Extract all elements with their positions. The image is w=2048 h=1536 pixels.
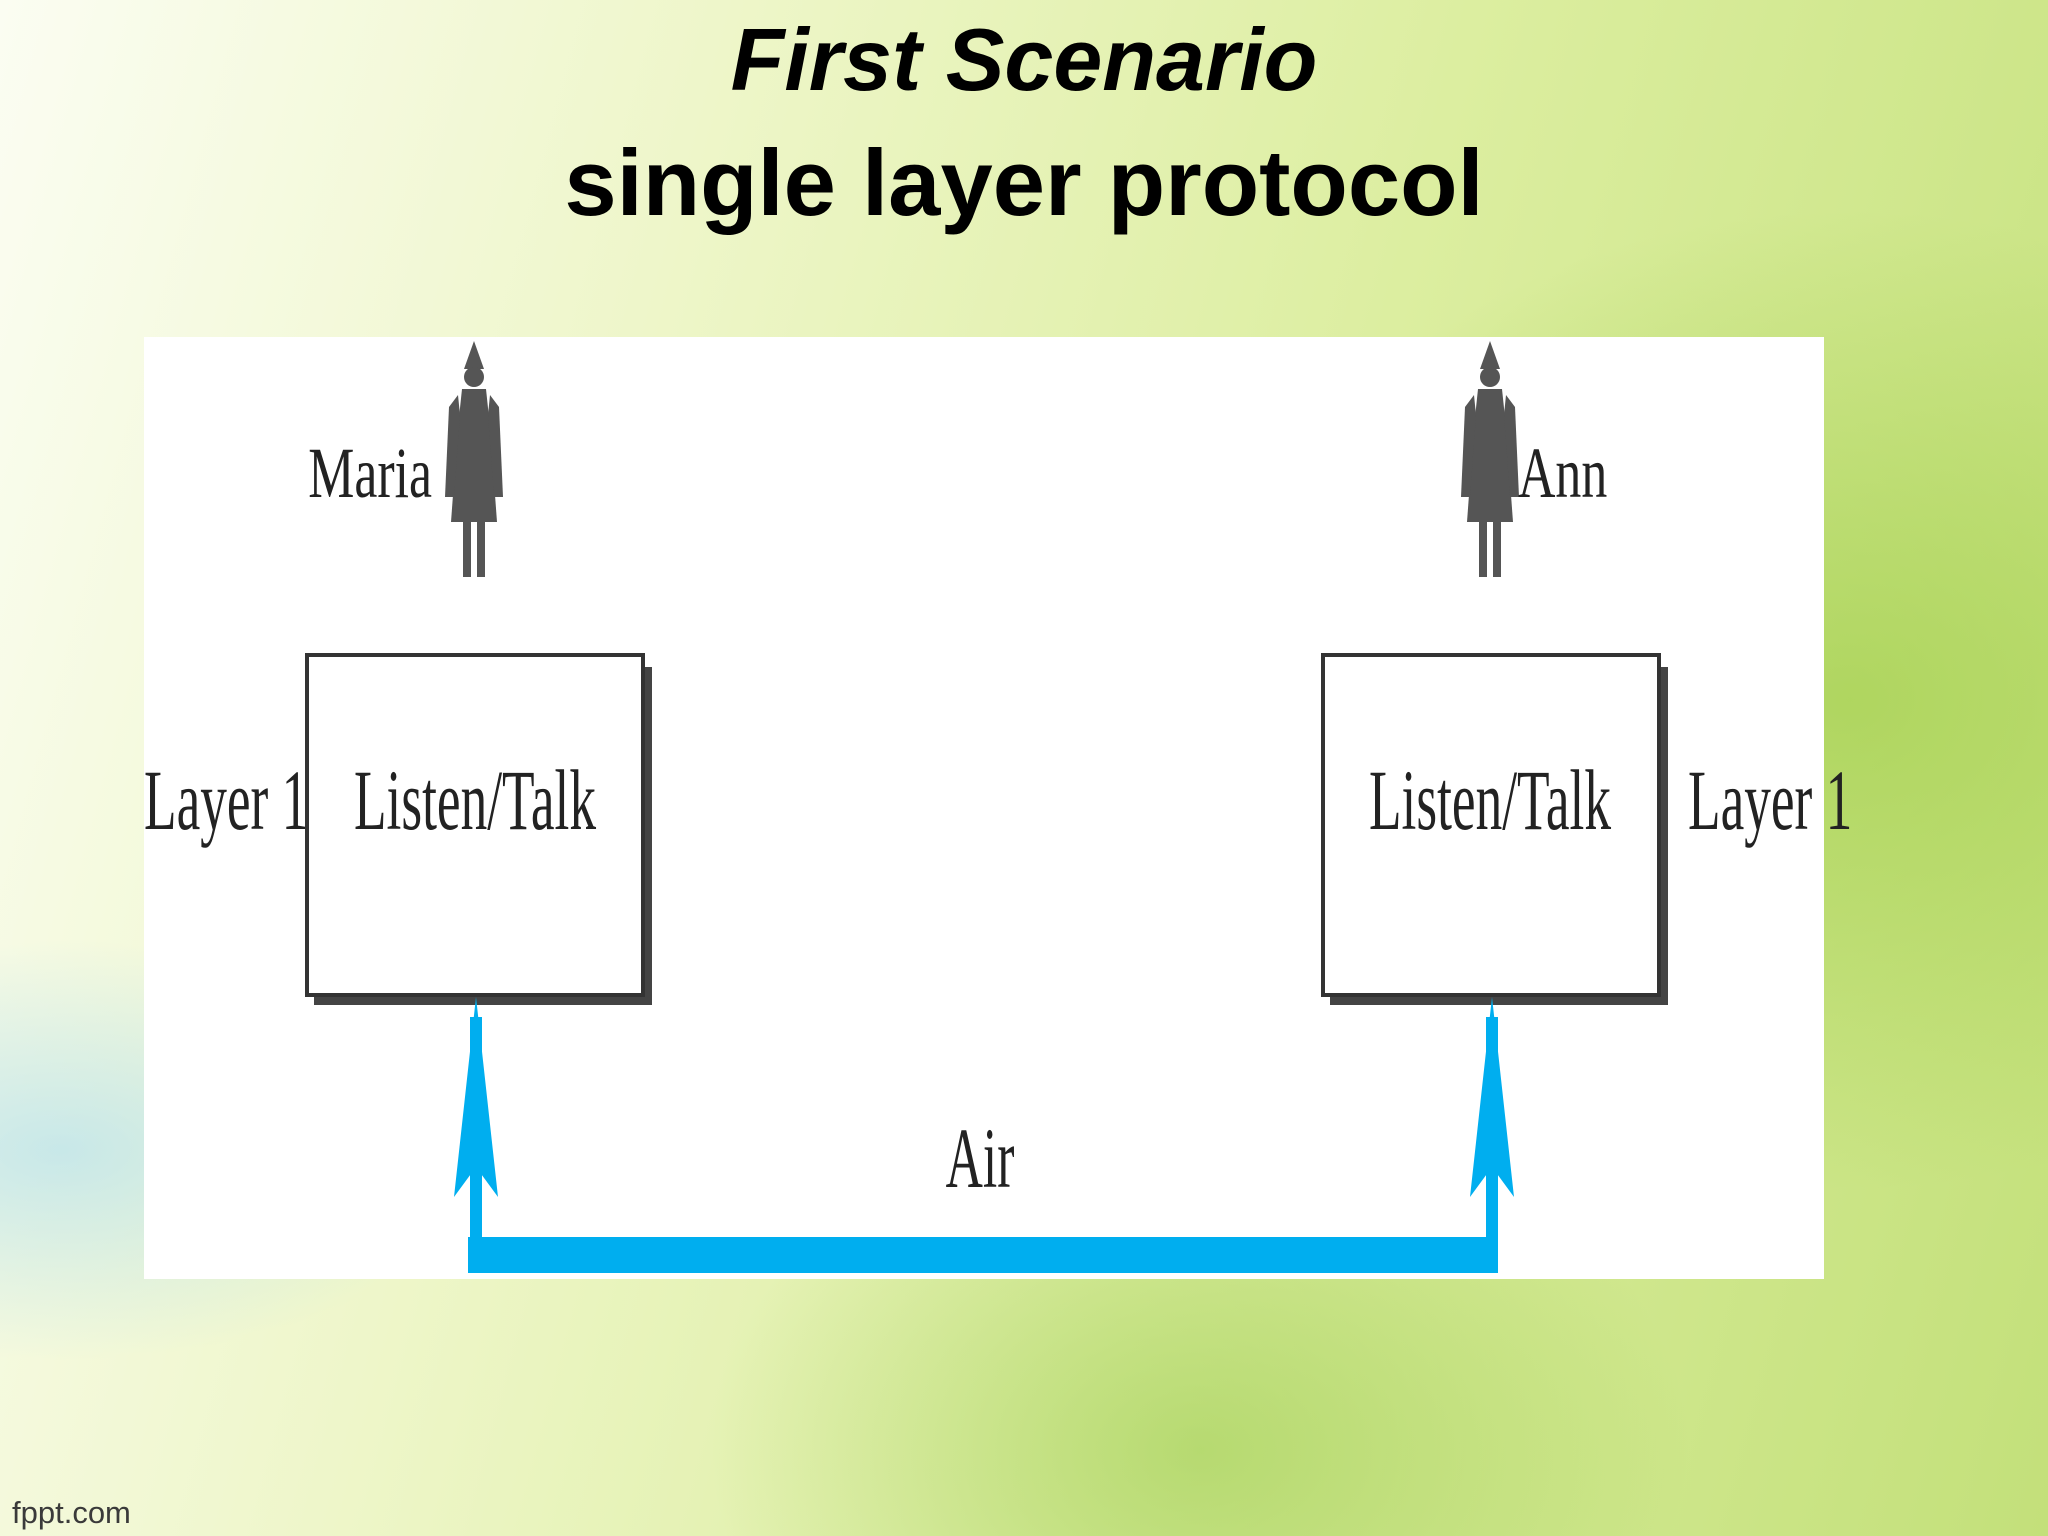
right-box-label: Listen/Talk bbox=[1369, 753, 1611, 848]
air-label: Air bbox=[946, 1112, 1015, 1207]
air-medium-line bbox=[454, 997, 1514, 1273]
person-icon-maria bbox=[445, 341, 503, 577]
protocol-diagram: Maria Ann Listen/Talk Listen/Talk Layer … bbox=[144, 341, 1852, 1273]
right-box bbox=[1321, 653, 1661, 997]
slide-subtitle: single layer protocol bbox=[564, 130, 1484, 235]
right-layer-label: Layer 1 bbox=[1688, 753, 1852, 848]
label-maria: Maria bbox=[308, 433, 432, 513]
slide-title: First Scenario bbox=[730, 10, 1318, 109]
left-layer-label: Layer 1 bbox=[144, 753, 308, 848]
footer-brand: fppt.com bbox=[12, 1495, 131, 1530]
person-icon-ann bbox=[1461, 341, 1519, 577]
label-ann: Ann bbox=[1518, 433, 1607, 513]
diagram-panel: Maria Ann Listen/Talk Listen/Talk Layer … bbox=[144, 337, 1852, 1279]
left-box bbox=[305, 653, 645, 997]
left-box-label: Listen/Talk bbox=[354, 753, 596, 848]
